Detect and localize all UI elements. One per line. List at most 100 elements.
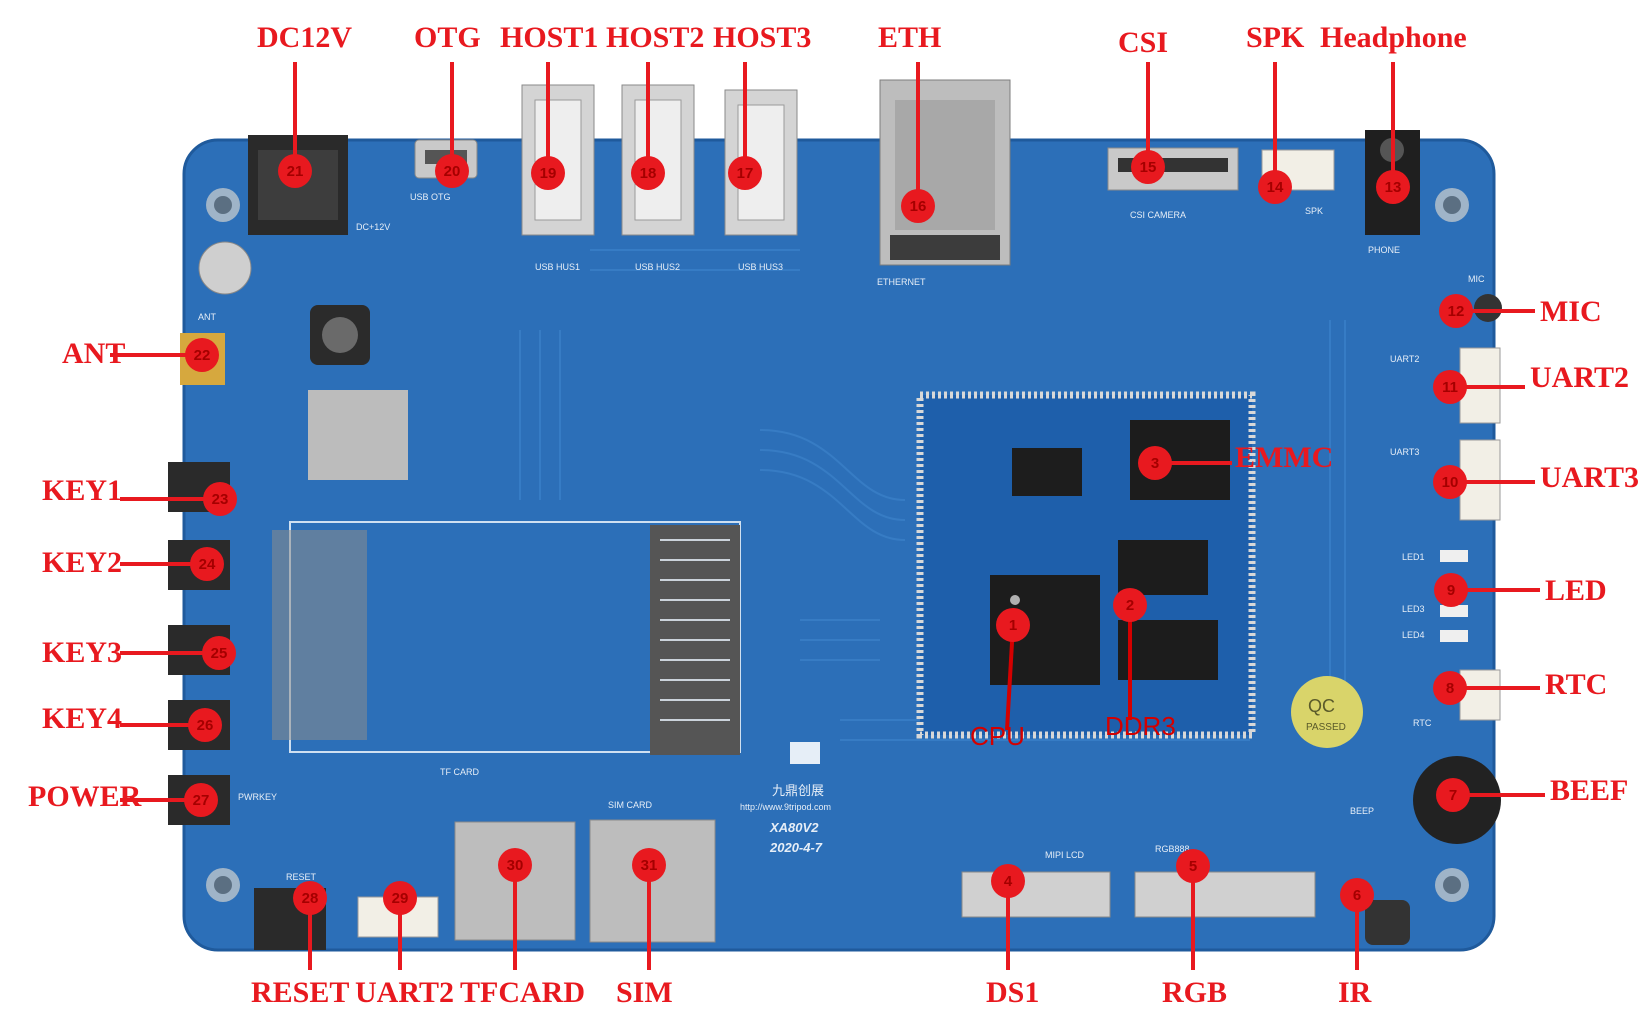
simcard-silk: SIM CARD [608, 800, 653, 810]
callout-label-13: Headphone [1320, 21, 1467, 54]
callout-number-15: 15 [1140, 159, 1157, 176]
callout-marker-7 [1436, 778, 1470, 812]
callout-number-1: 1 [1009, 617, 1017, 634]
callout-label-8: RTC [1545, 668, 1607, 701]
callout-number-18: 18 [640, 165, 657, 182]
callout-label-26: KEY4 [42, 702, 122, 735]
ir-receiver [1365, 900, 1410, 945]
rtc-connector: RTC [1413, 669, 1501, 728]
callout-number-3: 3 [1151, 455, 1159, 472]
callout-label-4: DS1 [986, 976, 1039, 1009]
core-module [916, 391, 1256, 739]
rtc-silk: RTC [1413, 718, 1432, 728]
host1-silk: USB HUS1 [535, 262, 580, 272]
board-id: XA80V2 [769, 820, 819, 835]
eth-silk: ETHERNET [877, 277, 926, 287]
callout-number-25: 25 [211, 645, 228, 662]
callout-number-7: 7 [1449, 787, 1457, 804]
callout-marker-25 [202, 636, 236, 670]
callout-number-13: 13 [1385, 179, 1402, 196]
callout-marker-9 [1434, 573, 1468, 607]
board-date: 2020-4-7 [769, 840, 823, 855]
callout-marker-1 [996, 608, 1030, 642]
callout-marker-3 [1138, 446, 1172, 480]
dc-silk: DC+12V [356, 222, 390, 232]
electrolytic-cap [198, 241, 252, 295]
sim-card-slot: SIM CARD [589, 800, 716, 943]
callout-number-29: 29 [392, 890, 409, 907]
callout-marker-15 [1131, 150, 1165, 184]
callout-label-3: EMMC [1235, 441, 1333, 474]
csi-connector: CSI CAMERA [1107, 147, 1239, 220]
callout-number-23: 23 [212, 491, 229, 508]
callout-label-12: MIC [1540, 295, 1602, 328]
tfcard-silk: TF CARD [440, 767, 479, 777]
callout-number-5: 5 [1189, 858, 1197, 875]
callout-marker-2 [1113, 588, 1147, 622]
callout-marker-21 [278, 154, 312, 188]
callout-marker-16 [901, 189, 935, 223]
callout-label-6: IR [1338, 976, 1372, 1009]
uart2-silk: UART2 [1390, 354, 1419, 364]
callout-marker-23 [203, 482, 237, 516]
rgb-silk: RGB888 [1155, 844, 1190, 854]
callout-label-7: BEEF [1550, 774, 1628, 807]
callout-number-20: 20 [444, 163, 461, 180]
leds: LED1 LED3 LED4 [1402, 550, 1468, 642]
callout-label-23: KEY1 [42, 474, 122, 507]
callout-label-14: SPK [1246, 21, 1305, 54]
inductor [310, 305, 370, 365]
callout-number-10: 10 [1442, 474, 1459, 491]
callout-marker-27 [184, 783, 218, 817]
callout-number-27: 27 [193, 792, 210, 809]
qc-sticker: QC PASSED [1291, 676, 1363, 748]
callout-number-24: 24 [199, 556, 216, 573]
callout-number-17: 17 [737, 165, 754, 182]
callout-number-6: 6 [1353, 887, 1361, 904]
callout-number-30: 30 [507, 857, 524, 874]
mipi-lcd-connector: MIPI LCD [961, 850, 1111, 918]
callout-label-5: RGB [1162, 976, 1227, 1009]
callout-marker-11 [1433, 370, 1467, 404]
callout-marker-14 [1258, 170, 1292, 204]
callout-label-1: CPU [970, 721, 1025, 751]
callout-marker-12 [1439, 294, 1473, 328]
callout-label-31: SIM [616, 976, 673, 1009]
mounting-holes [206, 188, 1469, 902]
leader-line-1 [1005, 624, 1015, 731]
callout-number-12: 12 [1448, 303, 1465, 320]
host3-silk: USB HUS3 [738, 262, 783, 272]
callout-number-22: 22 [194, 347, 211, 364]
callout-number-2: 2 [1126, 597, 1134, 614]
host2-silk: USB HUS2 [635, 262, 680, 272]
callout-label-28: RESET [251, 976, 349, 1009]
callout-marker-22 [185, 338, 219, 372]
csi-silk: CSI CAMERA [1130, 210, 1186, 220]
callout-label-2: DDR3 [1105, 711, 1176, 741]
callout-label-24: KEY2 [42, 546, 122, 579]
callout-label-10: UART3 [1540, 461, 1639, 494]
callout-number-16: 16 [910, 198, 927, 215]
callout-marker-6 [1340, 878, 1374, 912]
callout-label-11: UART2 [1530, 361, 1629, 394]
reset-silk: RESET [286, 872, 317, 882]
callout-label-20: OTG [414, 21, 481, 54]
url-text: http://www.9tripod.com [740, 802, 831, 812]
ant-silk: ANT [198, 312, 217, 322]
callout-label-29: UART2 [355, 976, 454, 1009]
callout-number-14: 14 [1267, 179, 1284, 196]
rgb-connector: RGB888 [1134, 844, 1316, 918]
ethernet-jack: ETHERNET [877, 79, 1011, 287]
callout-label-15: CSI [1118, 26, 1168, 59]
callout-number-19: 19 [540, 165, 557, 182]
callout-number-21: 21 [287, 163, 304, 180]
callout-marker-26 [188, 708, 222, 742]
callout-number-8: 8 [1446, 680, 1454, 697]
brand-logo: 九鼎创展 http://www.9tripod.com XA80V2 2020-… [740, 742, 831, 855]
callout-marker-13 [1376, 170, 1410, 204]
callout-label-19: HOST1 [500, 21, 598, 54]
callout-marker-17 [728, 156, 762, 190]
wifi-chip [308, 390, 408, 480]
callout-marker-24 [190, 547, 224, 581]
